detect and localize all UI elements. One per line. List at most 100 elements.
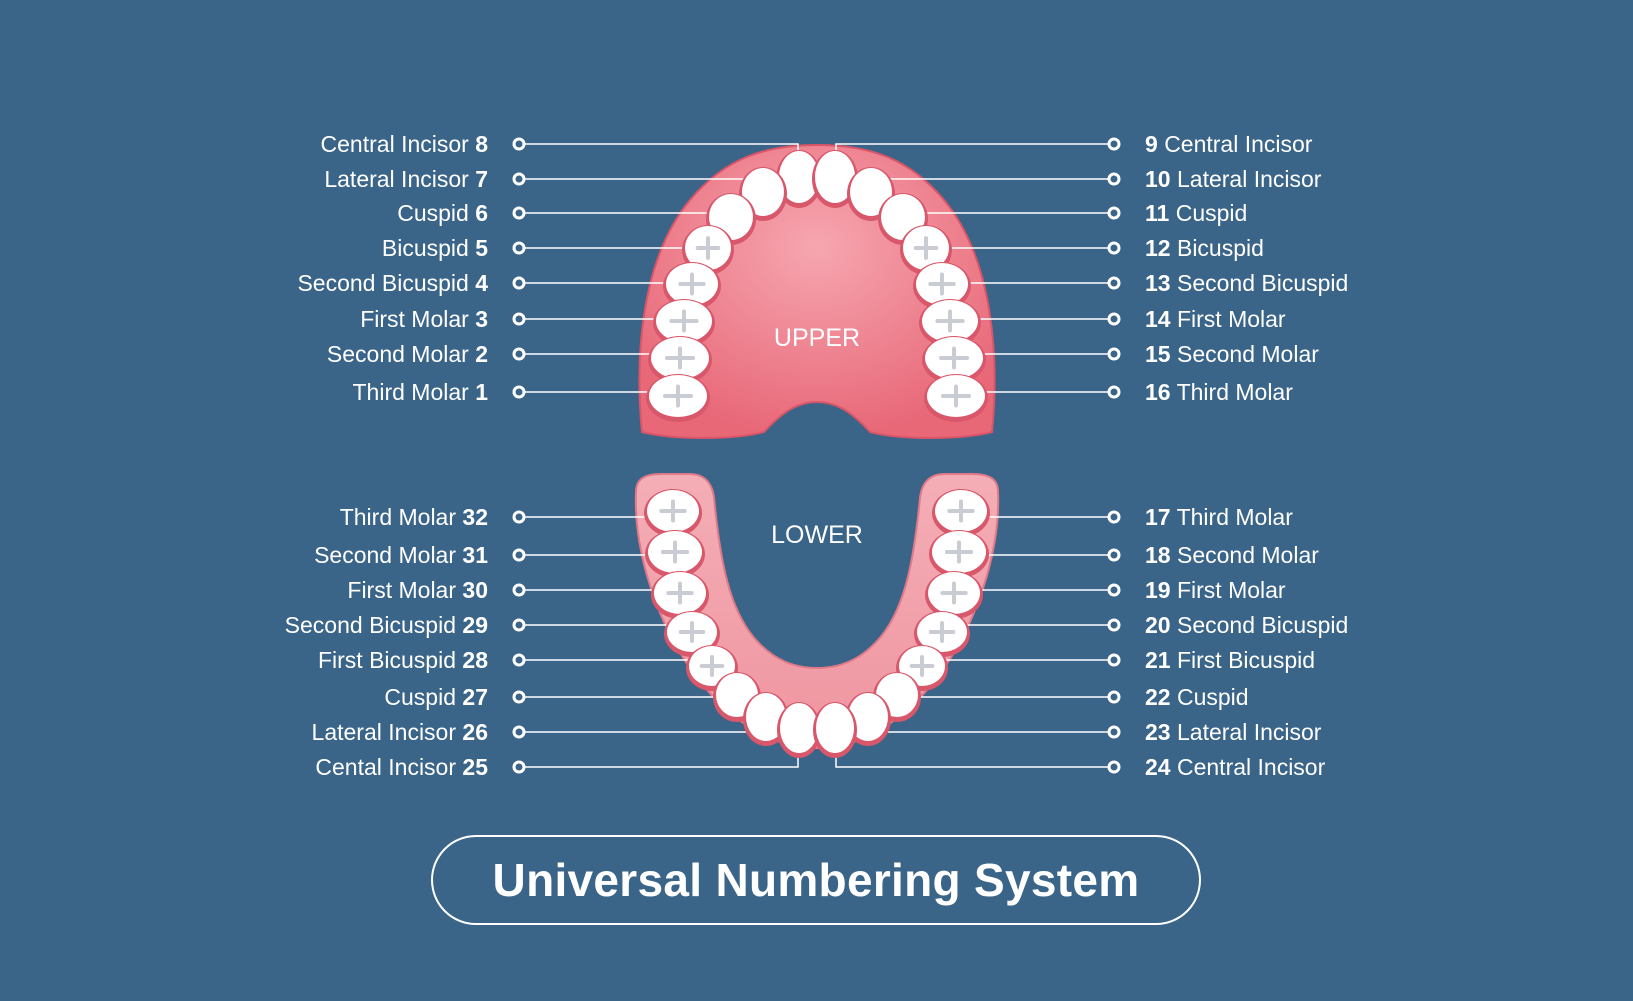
label-upper-right-13: 13 Second Bicuspid <box>1145 268 1348 298</box>
leader-dot-lower-left-0 <box>512 510 526 524</box>
label-upper-right-12: 12 Bicuspid <box>1145 233 1264 263</box>
tooth-name: First Molar <box>347 577 457 603</box>
label-upper-left-1: Third Molar 1 <box>353 377 489 407</box>
tooth-name: Second Bicuspid <box>1176 612 1349 638</box>
tooth-lower-left-4 <box>686 645 738 691</box>
label-lower-left-26: Lateral Incisor 26 <box>312 717 488 747</box>
label-lower-left-27: Cuspid 27 <box>384 682 488 712</box>
tooth-name: Bicuspid <box>381 235 469 261</box>
leader-dot-upper-right-6 <box>1107 347 1121 361</box>
tooth-upper-left-7 <box>646 374 710 422</box>
label-lower-left-29: Second Bicuspid 29 <box>285 610 488 640</box>
label-lower-right-23: 23 Lateral Incisor <box>1145 717 1321 747</box>
tooth-upper-right-0 <box>812 150 858 208</box>
tooth-name: Second Molar <box>1176 542 1319 568</box>
leader-dot-lower-right-2 <box>1107 583 1121 597</box>
tooth-name: Cuspid <box>397 200 469 226</box>
label-lower-right-18: 18 Second Molar <box>1145 540 1319 570</box>
tooth-number: 10 <box>1145 166 1171 192</box>
tooth-name: Cuspid <box>1176 684 1249 710</box>
label-upper-right-10: 10 Lateral Incisor <box>1145 164 1321 194</box>
tooth-name: Second Molar <box>326 341 469 367</box>
leader-dot-lower-left-5 <box>512 690 526 704</box>
label-upper-right-11: 11 Cuspid <box>1145 198 1247 228</box>
leader-dot-lower-right-7 <box>1107 760 1121 774</box>
tooth-number: 31 <box>462 542 488 568</box>
tooth-upper-right-6 <box>922 336 986 384</box>
tooth-name: Lateral Incisor <box>1176 166 1322 192</box>
tooth-name: Second Bicuspid <box>297 270 469 296</box>
tooth-name: Second Molar <box>1176 341 1319 367</box>
leader-dot-lower-left-7 <box>512 760 526 774</box>
tooth-number: 16 <box>1145 379 1171 405</box>
label-lower-left-28: First Bicuspid 28 <box>318 645 488 675</box>
label-upper-right-15: 15 Second Molar <box>1145 339 1319 369</box>
leader-dot-upper-left-5 <box>512 312 526 326</box>
leader-dot-upper-left-3 <box>512 241 526 255</box>
tooth-number: 25 <box>462 754 488 780</box>
label-lower-right-20: 20 Second Bicuspid <box>1145 610 1348 640</box>
label-lower-right-24: 24 Central Incisor <box>1145 752 1325 782</box>
tooth-name: Central Incisor <box>1176 754 1326 780</box>
tooth-name: Second Molar <box>314 542 457 568</box>
leader-dot-upper-right-5 <box>1107 312 1121 326</box>
leader-dot-upper-left-2 <box>512 206 526 220</box>
tooth-name: Lateral Incisor <box>311 719 457 745</box>
tooth-upper-right-5 <box>919 299 981 347</box>
leader-dot-lower-left-3 <box>512 618 526 632</box>
tooth-number: 18 <box>1145 542 1171 568</box>
leader-dot-upper-left-6 <box>512 347 526 361</box>
tooth-name: First Bicuspid <box>317 647 457 673</box>
leader-dot-lower-right-0 <box>1107 510 1121 524</box>
label-upper-left-4: Second Bicuspid 4 <box>297 268 488 298</box>
label-lower-left-31: Second Molar 31 <box>314 540 488 570</box>
tooth-upper-left-3 <box>682 225 734 275</box>
leader-dot-lower-right-3 <box>1107 618 1121 632</box>
label-lower-right-21: 21 First Bicuspid <box>1145 645 1315 675</box>
tooth-lower-left-3 <box>664 611 720 657</box>
label-lower-right-22: 22 Cuspid <box>1145 682 1249 712</box>
tooth-lower-left-0 <box>644 489 702 537</box>
label-upper-right-14: 14 First Molar <box>1145 304 1286 334</box>
tooth-number: 15 <box>1145 341 1171 367</box>
label-upper-left-3: First Molar 3 <box>360 304 488 334</box>
tooth-upper-left-6 <box>648 336 712 384</box>
tooth-name: First Molar <box>1176 577 1286 603</box>
tooth-name: First Molar <box>360 306 469 332</box>
tooth-number: 28 <box>462 647 488 673</box>
label-lower-right-17: 17 Third Molar <box>1145 502 1293 532</box>
tooth-number: 13 <box>1145 270 1171 296</box>
tooth-name: Central Incisor <box>1164 131 1313 157</box>
leader-dot-upper-right-0 <box>1107 137 1121 151</box>
leader-dot-upper-left-4 <box>512 276 526 290</box>
leader-dot-upper-right-1 <box>1107 172 1121 186</box>
label-upper-left-6: Cuspid 6 <box>397 198 488 228</box>
leader-dot-lower-right-4 <box>1107 653 1121 667</box>
tooth-number: 24 <box>1145 754 1171 780</box>
tooth-number: 23 <box>1145 719 1171 745</box>
tooth-upper-right-7 <box>924 374 988 422</box>
tooth-lower-right-1 <box>929 530 989 578</box>
leader-dot-lower-left-2 <box>512 583 526 597</box>
tooth-lower-right-3 <box>914 611 970 657</box>
tooth-name: Third Molar <box>1176 379 1293 405</box>
tooth-number: 32 <box>462 504 488 530</box>
leader-dot-lower-left-6 <box>512 725 526 739</box>
tooth-name: Third Molar <box>1176 504 1293 530</box>
tooth-name: Cuspid <box>1175 200 1248 226</box>
tooth-name: Lateral Incisor <box>324 166 469 192</box>
tooth-number: 19 <box>1145 577 1171 603</box>
tooth-number: 21 <box>1145 647 1171 673</box>
tooth-upper-left-4 <box>663 262 721 310</box>
tooth-number: 26 <box>462 719 488 745</box>
leader-dots <box>512 137 1121 774</box>
teeth-group <box>644 150 990 758</box>
page-title: Universal Numbering System <box>492 854 1140 906</box>
tooth-lower-left-7 <box>777 702 821 758</box>
tooth-number: 14 <box>1145 306 1171 332</box>
tooth-upper-left-5 <box>653 299 715 347</box>
label-upper-left-2: Second Molar 2 <box>327 339 488 369</box>
label-upper-right-9: 9 Central Incisor <box>1145 129 1312 159</box>
tooth-lower-right-7 <box>813 702 857 758</box>
label-lower-left-30: First Molar 30 <box>347 575 488 605</box>
